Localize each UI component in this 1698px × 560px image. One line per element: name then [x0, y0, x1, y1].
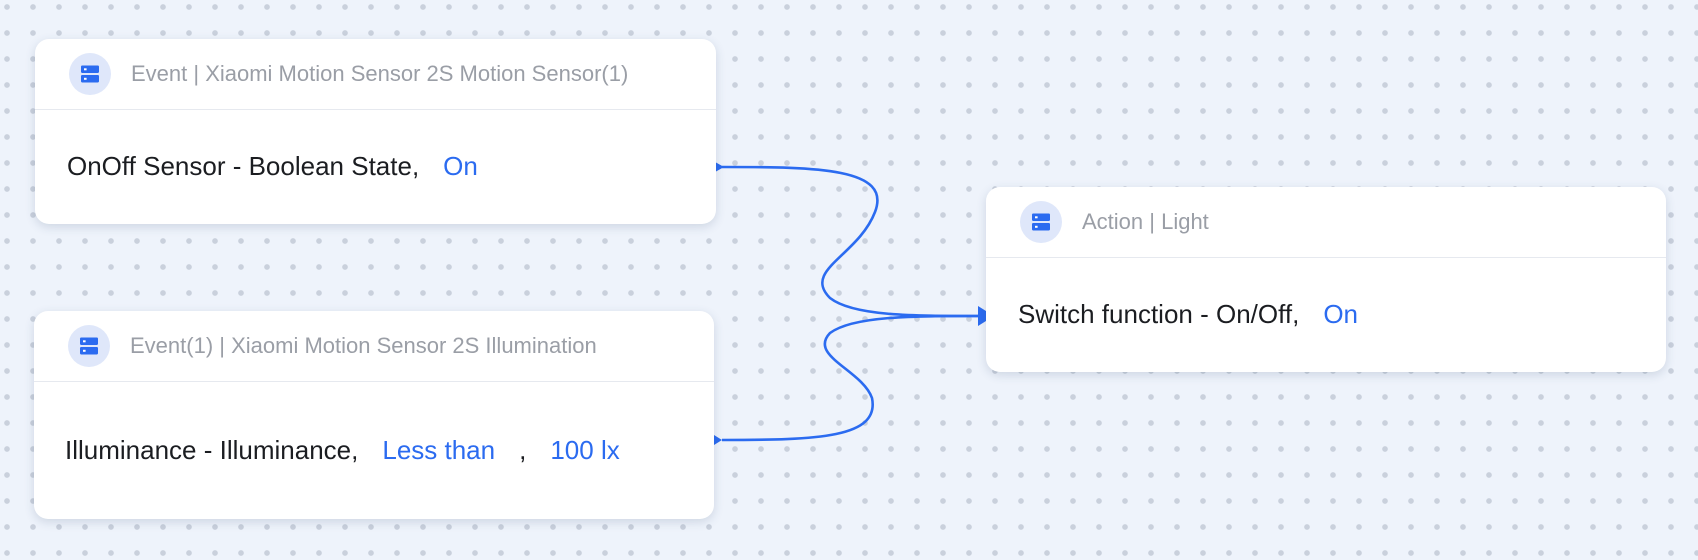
- event-node-motion-sensor[interactable]: Event | Xiaomi Motion Sensor 2S Motion S…: [35, 39, 716, 224]
- separator: ,: [519, 434, 527, 465]
- action-value[interactable]: On: [1323, 299, 1358, 329]
- node-title: Event(1) | Xiaomi Motion Sensor 2S Illum…: [130, 333, 597, 358]
- action-node-light[interactable]: Action | Light Switch function - On/Off,…: [986, 187, 1666, 372]
- node-title: Event | Xiaomi Motion Sensor 2S Motion S…: [131, 61, 629, 86]
- node-title: Action | Light: [1082, 209, 1209, 234]
- device-icon: [69, 53, 111, 95]
- node-action[interactable]: Switch function - On/Off, On: [986, 258, 1666, 371]
- action-label: Switch function - On/Off,: [1018, 299, 1300, 329]
- operator-value[interactable]: Less than: [382, 434, 496, 465]
- node-condition[interactable]: Illuminance - Illuminance, Less than , 1…: [34, 382, 714, 518]
- condition-label: OnOff Sensor - Boolean State,: [67, 151, 420, 181]
- condition-label: Illuminance - Illuminance,: [65, 434, 359, 465]
- condition-value[interactable]: On: [443, 151, 478, 181]
- connector-motion-to-light[interactable]: [721, 165, 981, 318]
- threshold-value[interactable]: 100 lx: [550, 434, 620, 465]
- device-icon: [68, 325, 110, 367]
- device-icon: [1020, 201, 1062, 243]
- event-node-illumination[interactable]: Event(1) | Xiaomi Motion Sensor 2S Illum…: [34, 311, 714, 519]
- node-header: Event(1) | Xiaomi Motion Sensor 2S Illum…: [34, 311, 714, 382]
- connector-illumination-to-light[interactable]: [721, 314, 981, 442]
- node-header: Action | Light: [986, 187, 1666, 258]
- node-condition[interactable]: OnOff Sensor - Boolean State, On: [35, 110, 716, 223]
- node-header: Event | Xiaomi Motion Sensor 2S Motion S…: [35, 39, 716, 110]
